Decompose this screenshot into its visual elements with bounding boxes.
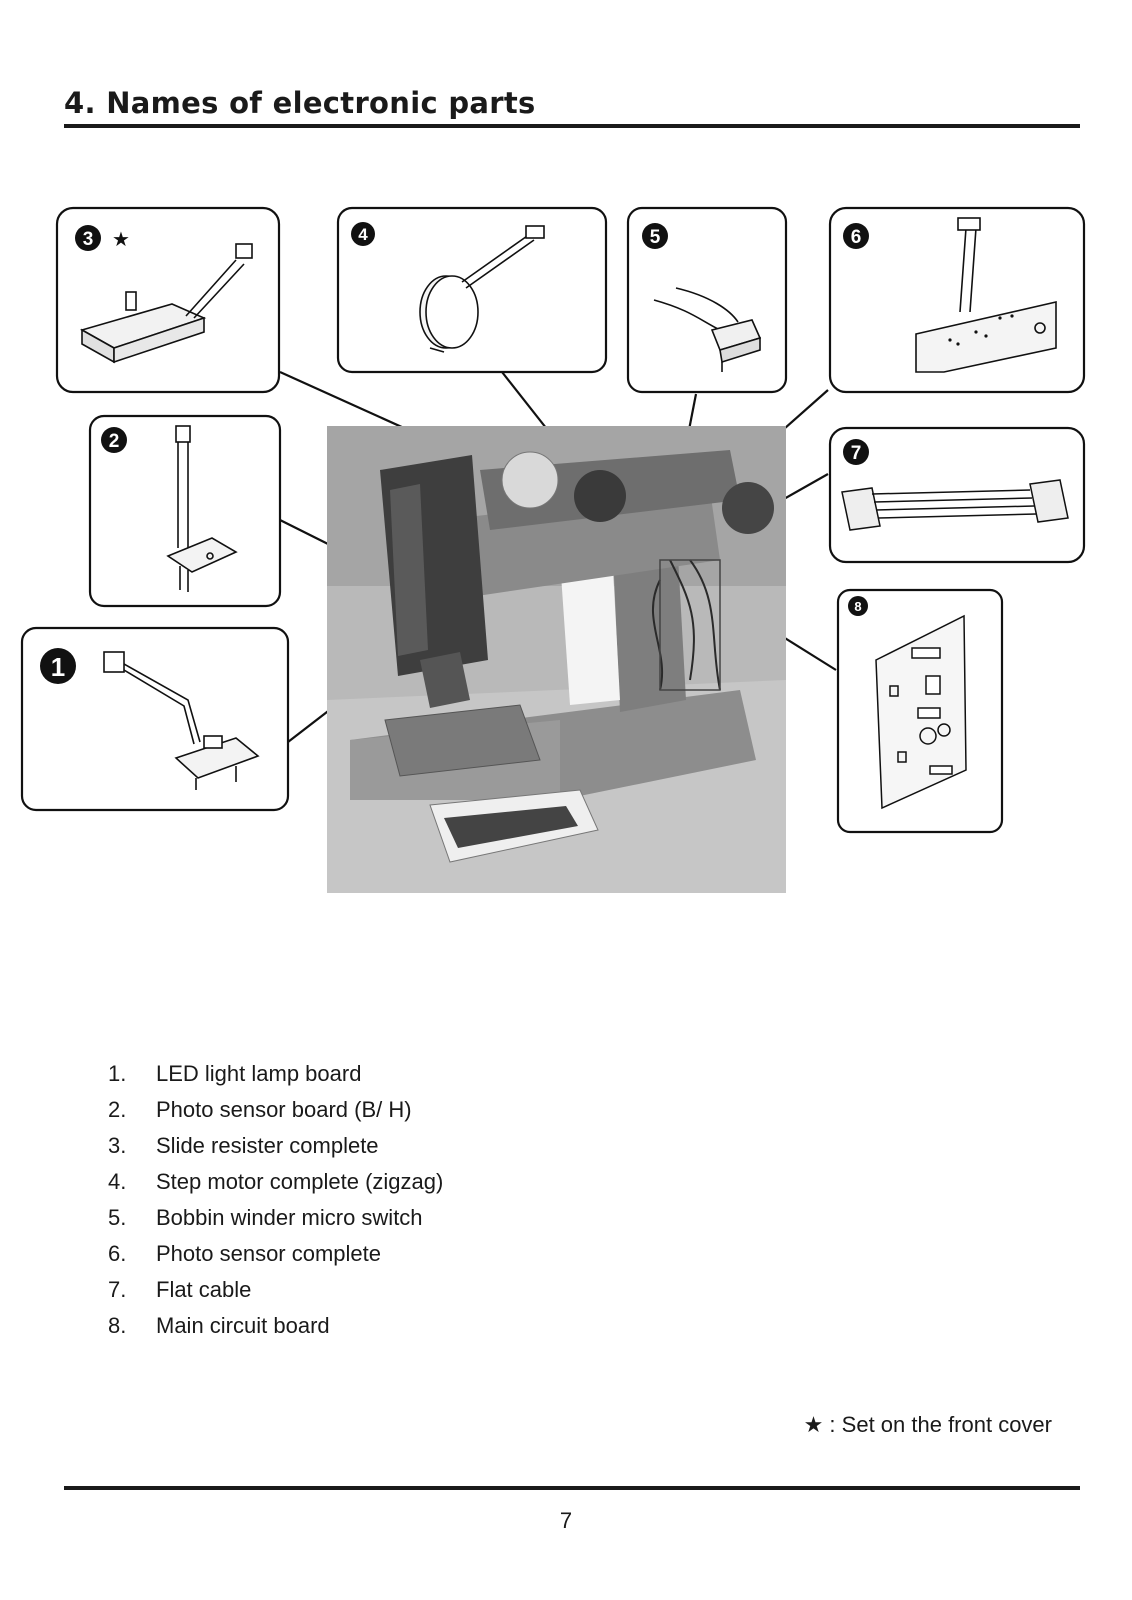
item-label: Photo sensor board (B/ H) xyxy=(156,1097,412,1122)
part-box-6: 6 xyxy=(828,206,1086,394)
list-item: 7. Flat cable xyxy=(108,1272,443,1308)
item-number: 3. xyxy=(108,1133,127,1158)
callout-8: 8 xyxy=(854,599,861,614)
callout-1: 1 xyxy=(51,652,65,682)
star-icon: ★ xyxy=(112,227,130,251)
step-motor-icon xyxy=(419,225,545,353)
part-box-3: 3 ★ xyxy=(55,206,281,394)
part-box-4: 4 xyxy=(336,206,608,374)
item-number: 4. xyxy=(108,1169,127,1194)
callout-5: 5 xyxy=(650,227,661,248)
footer-rule xyxy=(64,1486,1080,1490)
item-number: 6. xyxy=(108,1241,127,1266)
list-item: 3. Slide resister complete xyxy=(108,1128,443,1164)
item-number: 8. xyxy=(108,1313,127,1338)
slide-resister-icon xyxy=(79,243,253,364)
item-label: LED light lamp board xyxy=(156,1061,362,1086)
callout-3: 3 xyxy=(83,229,94,250)
item-label: Flat cable xyxy=(156,1277,252,1302)
callout-7: 7 xyxy=(851,443,862,464)
part-box-7: 7 xyxy=(828,426,1086,564)
callout-2: 2 xyxy=(109,431,120,452)
list-item: 6. Photo sensor complete xyxy=(108,1236,443,1272)
list-item: 8. Main circuit board xyxy=(108,1308,443,1344)
list-item: 4. Step motor complete (zigzag) xyxy=(108,1164,443,1200)
item-label: Bobbin winder micro switch xyxy=(156,1205,423,1230)
callout-4: 4 xyxy=(358,225,368,244)
list-item: 5. Bobbin winder micro switch xyxy=(108,1200,443,1236)
page-number: 7 xyxy=(559,1508,573,1533)
item-label: Photo sensor complete xyxy=(156,1241,382,1266)
part-box-2: 2 xyxy=(88,414,282,608)
photo-sensor-board-icon xyxy=(166,425,238,592)
item-number: 5. xyxy=(108,1205,127,1230)
photo-sensor-icon xyxy=(915,217,1057,373)
callout-6: 6 xyxy=(851,227,862,248)
item-number: 2. xyxy=(108,1097,127,1122)
item-number: 7. xyxy=(108,1277,127,1302)
sewing-machine-photo xyxy=(327,426,786,893)
part-box-8: 8 xyxy=(836,588,1004,834)
title-underline xyxy=(64,124,1080,128)
parts-list: 1. LED light lamp board 2. Photo sensor bo… xyxy=(108,1056,443,1344)
flat-cable-icon xyxy=(841,479,1069,531)
item-number: 1. xyxy=(108,1061,127,1086)
footnote: ★ : Set on the front cover xyxy=(803,1412,1052,1437)
micro-switch-icon xyxy=(653,287,762,372)
list-item: 1. LED light lamp board xyxy=(108,1056,443,1092)
main-circuit-board-icon xyxy=(875,614,967,810)
item-label: Step motor complete (zigzag) xyxy=(156,1169,444,1194)
parts-diagram: 3 ★ 4 5 xyxy=(20,206,1086,893)
part-box-1: 1 xyxy=(20,626,290,812)
item-label: Slide resister complete xyxy=(156,1133,379,1158)
part-box-5: 5 xyxy=(626,206,788,394)
page-title: 4. Names of electronic parts xyxy=(64,86,536,120)
item-label: Main circuit board xyxy=(156,1313,330,1338)
led-lamp-board-icon xyxy=(103,651,260,790)
list-item: 2. Photo sensor board (B/ H) xyxy=(108,1092,443,1128)
